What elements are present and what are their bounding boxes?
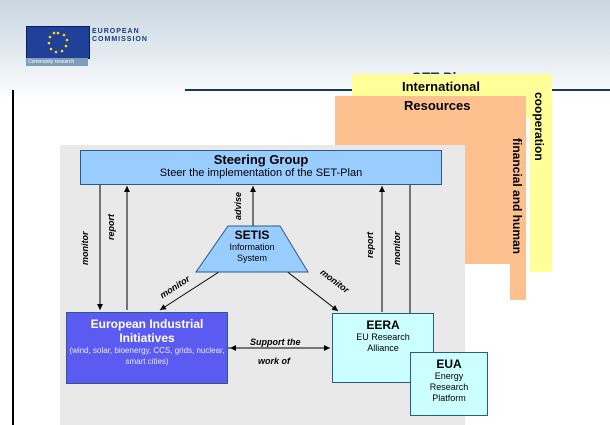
steering-title: Steering Group: [213, 152, 309, 167]
setis-title: SETIS: [234, 228, 270, 242]
logo-text: EUROPEAN COMMISSION: [92, 28, 148, 43]
tagline: Community research: [26, 58, 88, 66]
label-report-left: report: [106, 213, 116, 240]
setis-box: SETIS Information System: [196, 226, 308, 272]
steering-group-box: Steering Group Steer the implementation …: [80, 150, 442, 185]
note-side: [510, 96, 526, 300]
eera-subtitle: EU Research Alliance: [356, 332, 410, 353]
label-advise: advise: [233, 191, 243, 220]
note-financial-label: financial and human: [510, 138, 524, 255]
label-monitor-right: monitor: [392, 231, 402, 266]
note-resources-label: Resources: [404, 98, 471, 113]
eu-flag-icon: [26, 26, 90, 59]
eii-box: European Industrial Initiatives (wind, s…: [66, 312, 228, 384]
label-monitor-left: monitor: [80, 231, 90, 266]
label-support-2: work of: [258, 356, 291, 366]
eua-subtitle: Energy Research Platform: [429, 371, 469, 403]
setis-subtitle: Information System: [229, 242, 275, 263]
note-cooperation-label: cooperation: [532, 92, 546, 161]
eii-title: European Industrial Initiatives: [90, 317, 204, 345]
label-support-1: Support the: [250, 337, 301, 347]
label-report-right: report: [365, 231, 375, 258]
eua-box: EUA Energy Research Platform: [410, 352, 488, 416]
steering-subtitle: Steer the implementation of the SET-Plan: [159, 167, 363, 179]
note-international-label: International: [402, 79, 481, 94]
left-border: [12, 90, 14, 425]
eii-subtitle: (wind, solar, bioenergy, CCS, grids, nuc…: [69, 346, 225, 366]
eua-title: EUA: [436, 357, 462, 371]
eera-title: EERA: [366, 318, 400, 332]
note-yellow-side: [530, 74, 552, 272]
